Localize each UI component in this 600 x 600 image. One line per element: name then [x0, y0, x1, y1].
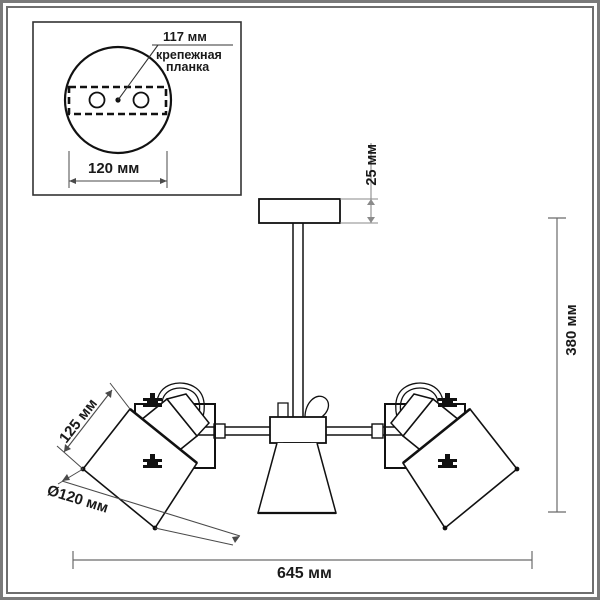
arrow-left-120 — [69, 178, 76, 184]
label-380mm: 380 мм — [563, 304, 580, 356]
right-knob-top — [438, 393, 457, 407]
label-645mm: 645 мм — [277, 565, 332, 582]
label-mounting-plate-line1: крепежная — [156, 48, 222, 62]
mounting-plate-detail-group — [32, 21, 242, 196]
screw-hole-right — [132, 91, 150, 109]
label-canopy-diameter-120mm: 120 мм — [88, 160, 140, 177]
left-shade-top-rim — [129, 407, 198, 465]
right-knob-bottom — [438, 454, 457, 468]
leader-line — [117, 44, 159, 101]
dim-645mm-group — [72, 551, 533, 569]
dim-line-120d — [61, 480, 241, 537]
right-socket-collar — [390, 393, 435, 438]
arrow-120d-upper — [62, 474, 70, 481]
arrow-125-lower — [64, 444, 71, 452]
ext-line-b-120d — [154, 527, 234, 546]
hub-bracket-left — [277, 402, 289, 417]
center-shade-group — [257, 442, 337, 515]
right-shade-top-rim — [402, 407, 471, 465]
screw-hole-left — [88, 91, 106, 109]
left-socket-collar — [165, 393, 210, 438]
right-lamp-head-group — [384, 382, 520, 531]
dim-line-125 — [63, 389, 113, 453]
right-arm-collar — [371, 423, 384, 439]
dim-380mm-group — [548, 217, 566, 513]
arrow-125-upper — [105, 390, 112, 398]
mounting-bar-dashed-rect — [67, 85, 168, 116]
label-117mm: 117 мм — [163, 29, 207, 44]
arrow-25-lower — [367, 217, 375, 223]
right-shade-corner-dot — [514, 466, 520, 472]
arrow-120d-lower — [232, 536, 240, 543]
right-shade-corner-dot-2 — [442, 525, 448, 531]
dim-120mm-group — [57, 468, 241, 546]
left-lamp-head-group — [80, 382, 216, 531]
arrow-right-120 — [160, 178, 167, 184]
label-25mm: 25 мм — [364, 144, 380, 186]
left-knob-bottom — [143, 454, 162, 468]
left-knob-top — [143, 393, 162, 407]
dim-125mm-group — [56, 382, 131, 470]
dim-25mm-group — [340, 143, 378, 224]
hub-wire-loop — [304, 395, 330, 420]
inner-border — [6, 6, 594, 594]
label-mounting-plate-line2: планка — [166, 60, 210, 74]
central-hub-box — [269, 416, 327, 444]
ext-line-a-120d — [57, 468, 84, 485]
ext-line-a-125 — [109, 382, 131, 410]
ext-line-b-125 — [56, 445, 84, 470]
center-cone-shade — [257, 442, 337, 514]
arrow-25-upper — [367, 199, 375, 205]
ceiling-canopy-plate — [258, 198, 341, 224]
